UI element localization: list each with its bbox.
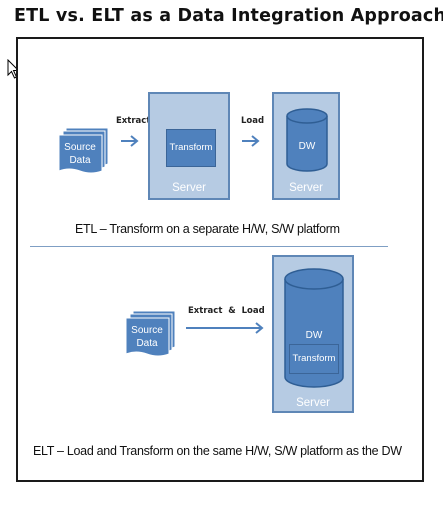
etl-load-label: Load — [241, 116, 265, 126]
database-cylinder-icon: DW — [286, 108, 328, 172]
etl-server-2-label: Server — [289, 182, 323, 194]
etl-transform-box: Transform — [166, 129, 216, 167]
arrow-right-icon — [121, 135, 139, 147]
elt-source-data-stack: Source Data — [125, 310, 176, 357]
section-divider — [30, 246, 388, 247]
document-stack-icon — [58, 127, 109, 174]
etl-extract-label: Extract — [116, 116, 151, 126]
etl-server-1: Transform Server — [148, 92, 230, 200]
elt-caption: ELT – Load and Transform on the same H/W… — [33, 444, 402, 458]
etl-caption: ETL – Transform on a separate H/W, S/W p… — [75, 222, 340, 236]
arrow-right-icon — [186, 322, 264, 334]
etl-dw-label: DW — [299, 141, 316, 152]
arrow-right-icon — [242, 135, 260, 147]
etl-source-label-line2: Data — [69, 155, 91, 166]
elt-dw-label: DW — [306, 330, 323, 341]
etl-server-1-label: Server — [172, 182, 206, 194]
diagram-frame — [16, 37, 424, 482]
document-stack-icon — [125, 310, 176, 357]
elt-source-label-line1: Source — [131, 325, 163, 336]
page-title: ETL vs. ELT as a Data Integration Approa… — [14, 6, 443, 26]
etl-source-data-stack: Source Data — [58, 127, 109, 174]
etl-source-label-line1: Source — [64, 142, 96, 153]
elt-extract-load-label: Extract & Load — [188, 306, 265, 316]
elt-transform-box: Transform — [289, 344, 339, 374]
etl-server-2: DW Server — [272, 92, 340, 200]
elt-server-label: Server — [296, 397, 330, 409]
elt-source-label-line2: Data — [136, 338, 158, 349]
elt-server: DW Transform Server — [272, 255, 354, 413]
